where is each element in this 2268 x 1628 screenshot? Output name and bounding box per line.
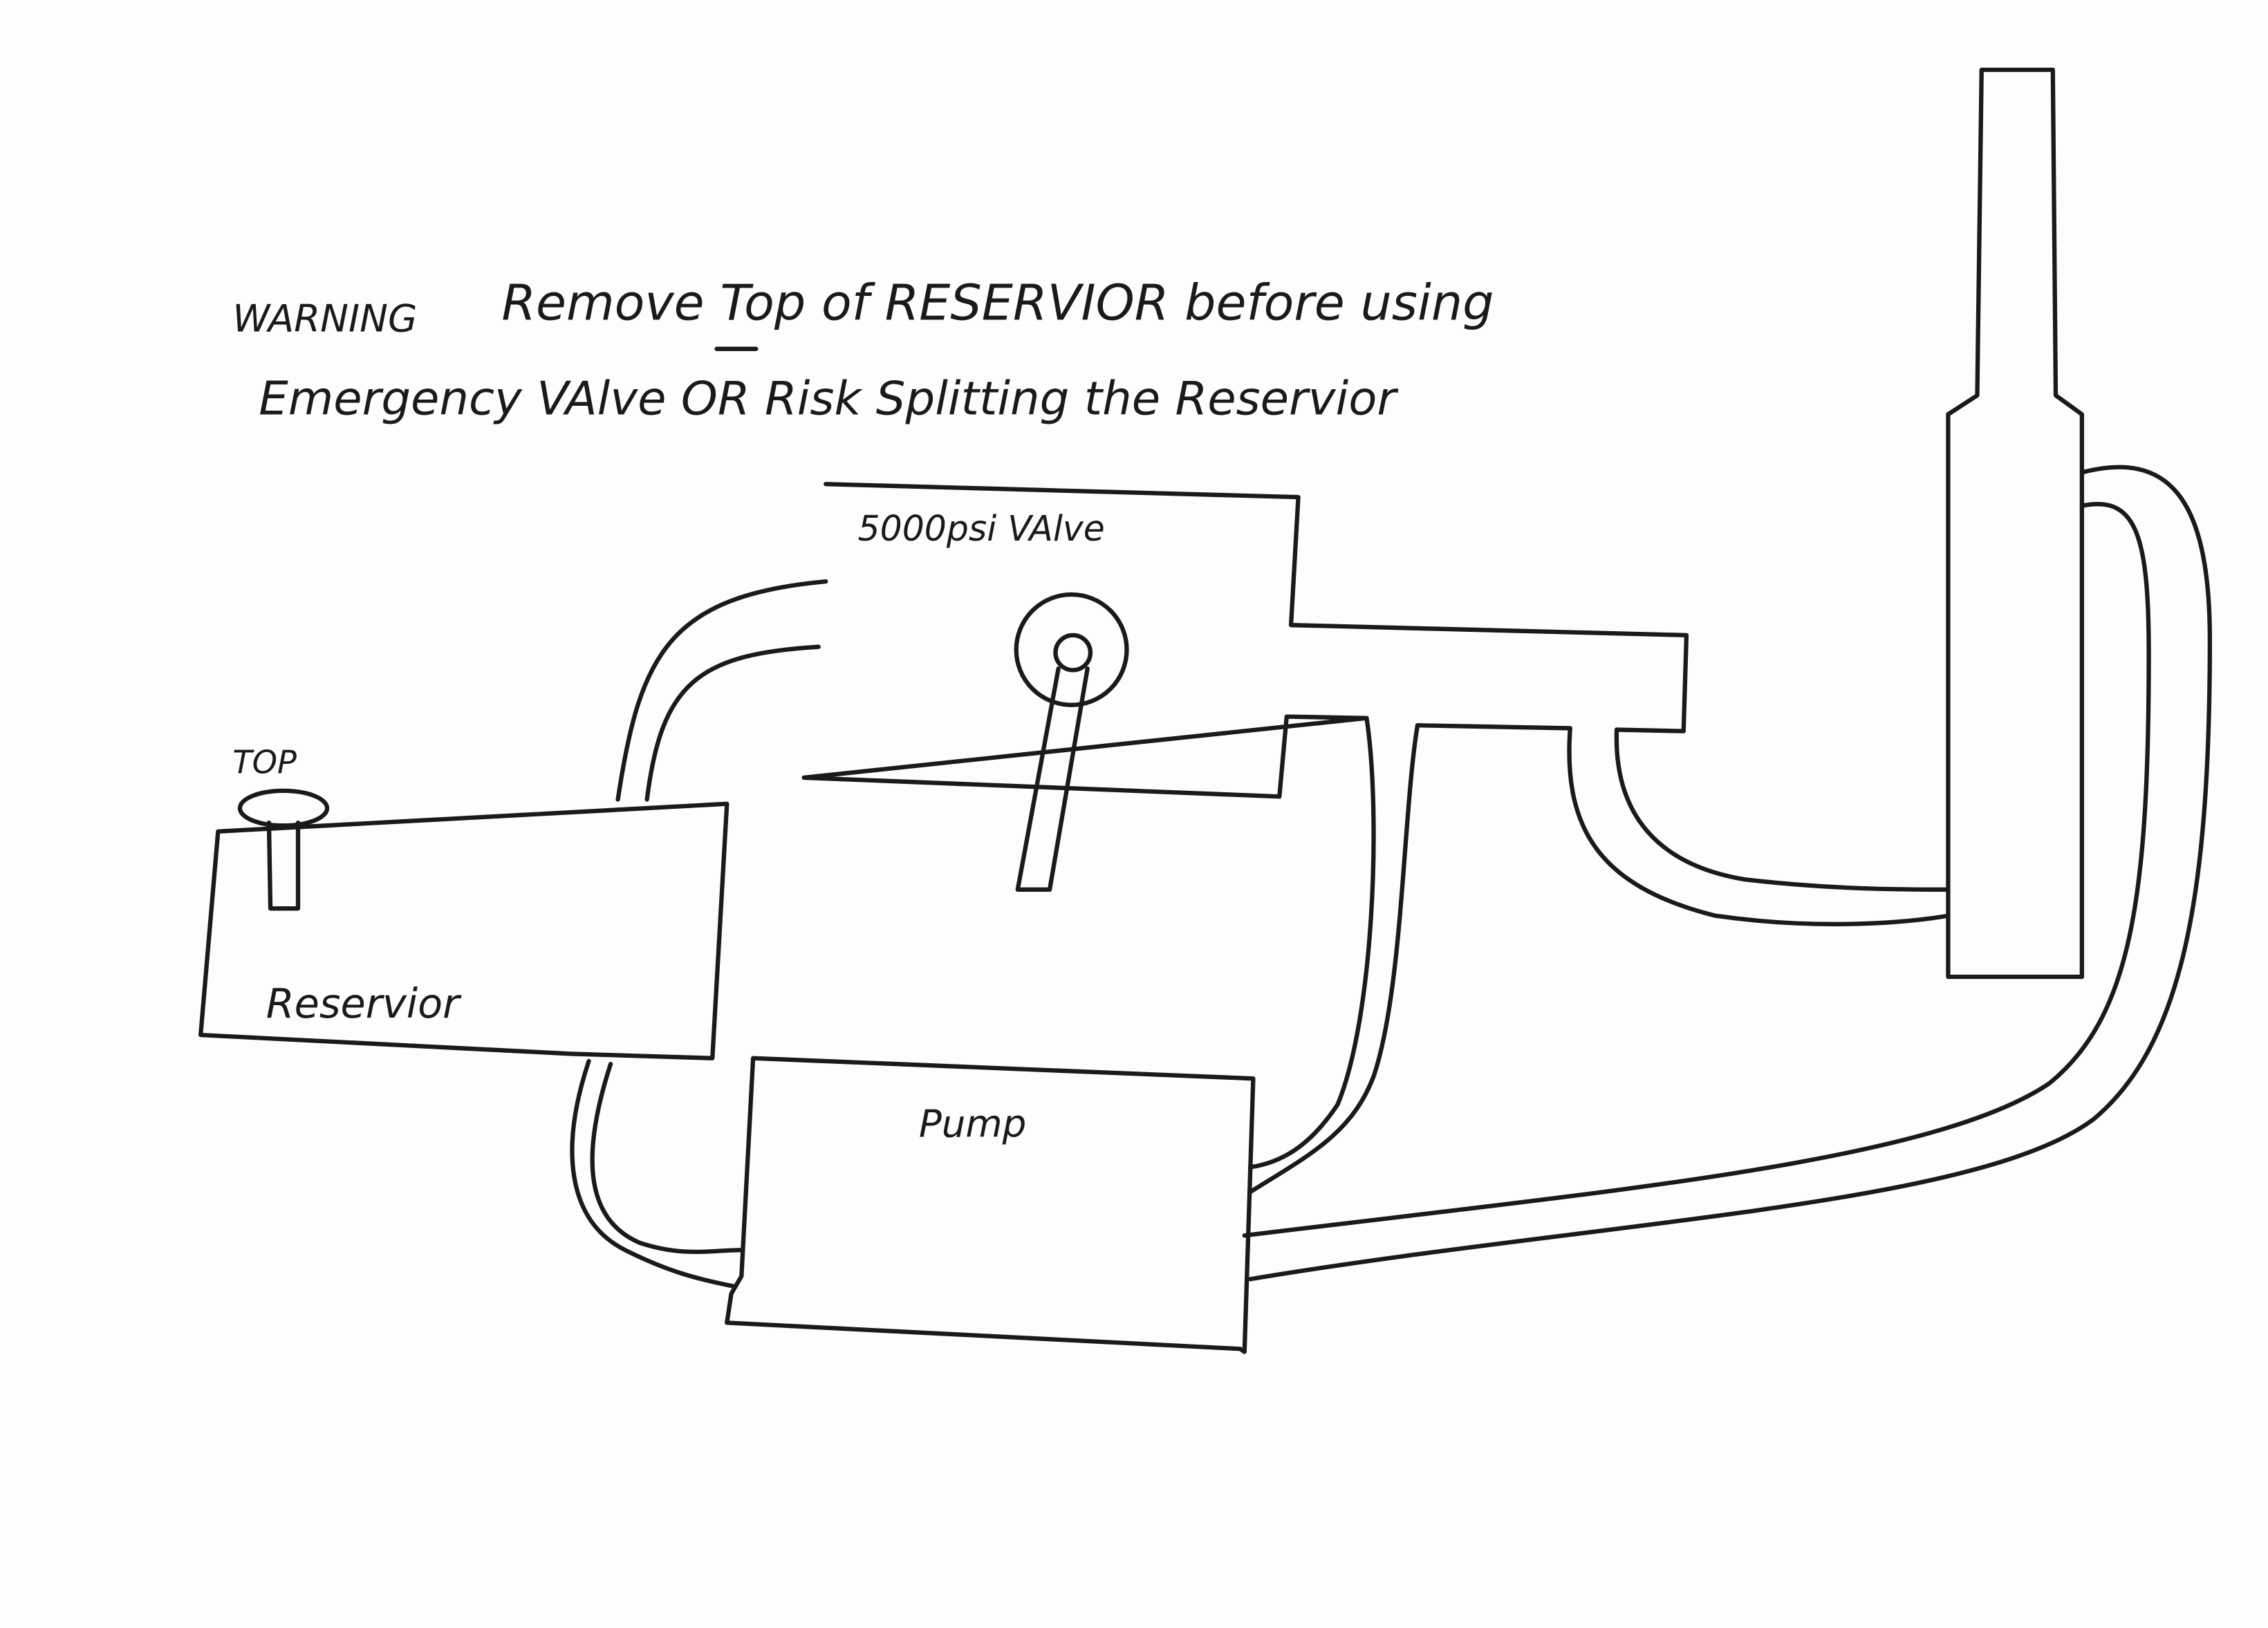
warning-label: WARNING [232,296,417,340]
valve-knob-center [1053,633,1093,673]
reservoir-label: Reservior [266,980,462,1027]
pump-body [725,1056,1256,1354]
valve-handle [1015,666,1090,892]
hose-valve-cylinder-inner [1614,727,1951,892]
hose-pump-valve-inner [1248,723,1420,1195]
hose-pump-cylinder-outer [1248,465,2213,1282]
hose-valve-reservoir-inner [644,644,821,802]
hydraulic-cylinder [1946,67,2085,980]
warning-line-1: Remove Top of RESERVIOR before using [501,274,1494,332]
reservoir-tank [198,801,729,1060]
hose-pump-valve-outer [1248,715,1376,1170]
valve-body [801,482,1689,799]
reservoir-top-cap [237,788,330,828]
top-label: TOP [232,744,297,781]
warning-line-2: Emergency VAlve OR Risk Splitting the Re… [259,371,1399,425]
pump-label: Pump [919,1101,1027,1145]
hose-reservoir-pump-inner [590,1061,744,1255]
hose-pump-cylinder-inner [1242,501,2151,1238]
hose-reservoir-pump-outer [570,1058,736,1289]
valve-label: 5000psi VAlve [858,508,1105,549]
valve-knob [1014,592,1129,707]
hose-valve-reservoir-outer [615,579,828,802]
hose-valve-cylinder-outer [1567,726,1951,926]
reservoir-top-stem [266,820,301,911]
